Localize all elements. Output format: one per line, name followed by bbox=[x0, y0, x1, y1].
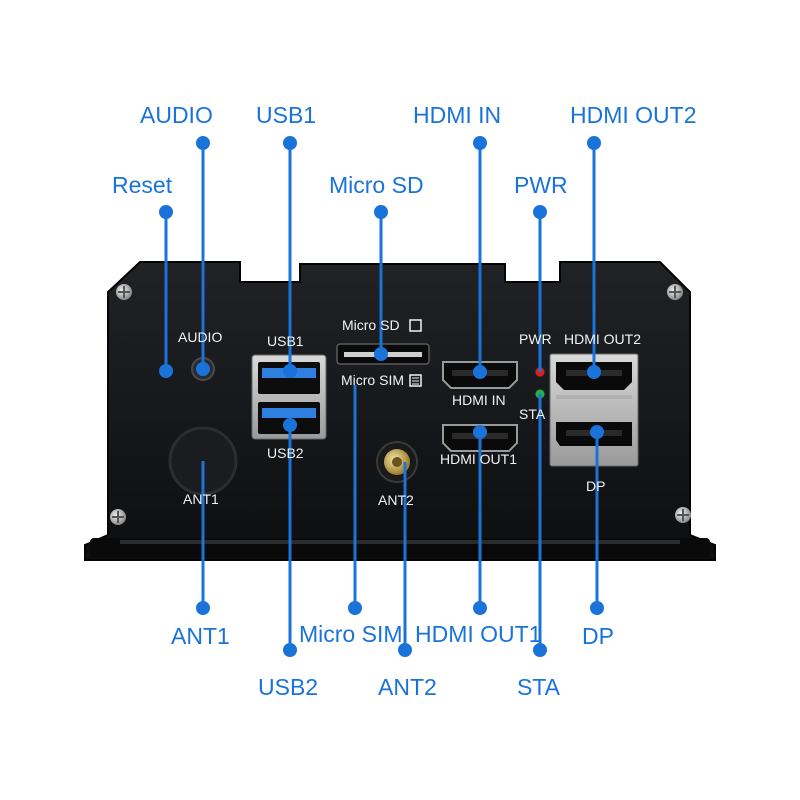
screw-icon bbox=[116, 284, 132, 300]
callout-hdmi-in: HDMI IN bbox=[413, 102, 502, 128]
callout-sta: STA bbox=[517, 674, 561, 700]
callout-hdmi-out1: HDMI OUT1 bbox=[415, 621, 542, 647]
panel-label-audio: AUDIO bbox=[178, 329, 223, 345]
hdmi-out2-dp-block bbox=[549, 353, 639, 467]
panel-label-ant2: ANT2 bbox=[378, 492, 414, 508]
panel-label-hdmi-out2: HDMI OUT2 bbox=[564, 331, 641, 347]
panel-label-hdmi-in: HDMI IN bbox=[452, 392, 506, 408]
callout-dp: DP bbox=[582, 623, 614, 649]
sim-card-icon bbox=[409, 374, 422, 387]
panel-label-hdmi-out1: HDMI OUT1 bbox=[440, 451, 517, 467]
callout-reset: Reset bbox=[112, 172, 173, 198]
callout-micro-sim: Micro SIM bbox=[299, 621, 403, 647]
panel-label-micro-sim: Micro SIM bbox=[341, 372, 404, 388]
ant2-sma-connector bbox=[376, 441, 418, 483]
callout-pwr: PWR bbox=[514, 172, 568, 198]
panel-label-dp: DP bbox=[586, 478, 606, 494]
screw-icon bbox=[667, 284, 683, 300]
screw-icon bbox=[675, 507, 691, 523]
panel-label-usb1: USB1 bbox=[267, 333, 304, 349]
chassis-body bbox=[84, 261, 716, 561]
screw-icon bbox=[110, 509, 126, 525]
sd-card-icon bbox=[409, 319, 422, 332]
panel-label-usb2: USB2 bbox=[267, 445, 304, 461]
panel-label-sta: STA bbox=[519, 406, 546, 422]
callout-lines bbox=[159, 136, 604, 657]
callout-hdmi-out2: HDMI OUT2 bbox=[570, 102, 697, 128]
usb-port-stack bbox=[251, 354, 327, 440]
callout-usb2: USB2 bbox=[258, 674, 319, 700]
callout-ant2: ANT2 bbox=[378, 674, 437, 700]
panel-label-micro-sd: Micro SD bbox=[342, 317, 400, 333]
callout-audio: AUDIO bbox=[140, 102, 213, 128]
callout-usb1: USB1 bbox=[256, 102, 317, 128]
panel-label-pwr: PWR bbox=[519, 331, 552, 347]
panel-label-ant1: ANT1 bbox=[183, 491, 219, 507]
callout-micro-sd: Micro SD bbox=[329, 172, 424, 198]
callout-ant1: ANT1 bbox=[171, 623, 230, 649]
